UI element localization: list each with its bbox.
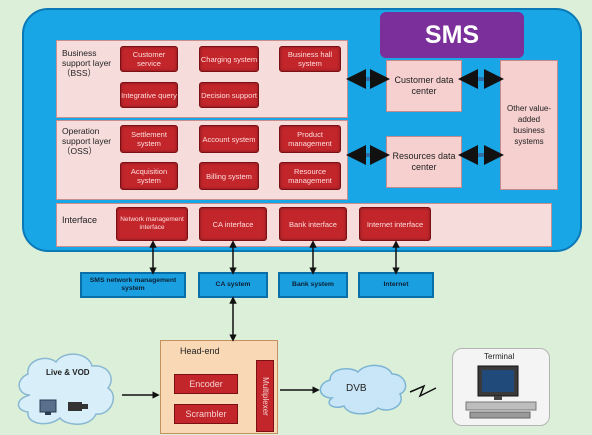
business-hall-system-button[interactable]: Business hall system	[279, 46, 341, 72]
lightning-icon	[409, 384, 437, 398]
charging-system-button[interactable]: Charging system	[199, 46, 259, 72]
billing-system-button[interactable]: Billing system	[199, 162, 259, 190]
bank-system-box[interactable]: Bank system	[278, 272, 348, 298]
oss-label: Operation support layer （OSS）	[62, 126, 112, 156]
scrambler-button[interactable]: Scrambler	[174, 404, 238, 424]
head-end-label: Head-end	[180, 346, 220, 356]
customer-data-center-box[interactable]: Customer data center	[386, 60, 462, 112]
live-vod-cloud	[17, 353, 114, 425]
account-system-button[interactable]: Account system	[199, 125, 259, 153]
encoder-button[interactable]: Encoder	[174, 374, 238, 394]
internet-box[interactable]: Internet	[358, 272, 434, 298]
bank-interface-button[interactable]: Bank interface	[279, 207, 347, 241]
multiplexer-button[interactable]: Multiplexer	[256, 360, 274, 432]
sms-title: SMS	[380, 12, 524, 58]
resources-data-center-box[interactable]: Resources data center	[386, 136, 462, 188]
multiplexer-label: Multiplexer	[260, 376, 270, 416]
resource-management-button[interactable]: Resource management	[279, 162, 341, 190]
decision-support-button[interactable]: Decision support	[199, 82, 259, 108]
terminal-label: Terminal	[484, 352, 515, 361]
integrative-query-button[interactable]: Integrative query	[120, 82, 178, 108]
acquisition-system-button[interactable]: Acquisition system	[120, 162, 178, 190]
dvb-label: DVB	[346, 383, 367, 394]
sms-network-management-system-box[interactable]: SMS network management system	[80, 272, 186, 298]
interface-label: Interface	[62, 215, 98, 225]
customer-service-button[interactable]: Customer service	[120, 46, 178, 72]
other-business-systems-box[interactable]: Other value-added business systems	[500, 60, 558, 190]
internet-interface-button[interactable]: Internet interface	[359, 207, 431, 241]
ca-system-box[interactable]: CA system	[198, 272, 268, 298]
computer-icon	[39, 399, 57, 415]
bss-label: Business support layer （BSS）	[62, 48, 112, 78]
camera-icon	[68, 402, 88, 411]
live-vod-label: Live & VOD	[46, 368, 90, 377]
product-management-button[interactable]: Product management	[279, 125, 341, 153]
ca-interface-button[interactable]: CA interface	[199, 207, 267, 241]
settlement-system-button[interactable]: Settlement system	[120, 125, 178, 153]
network-management-interface-button[interactable]: Network management interface	[116, 207, 188, 241]
